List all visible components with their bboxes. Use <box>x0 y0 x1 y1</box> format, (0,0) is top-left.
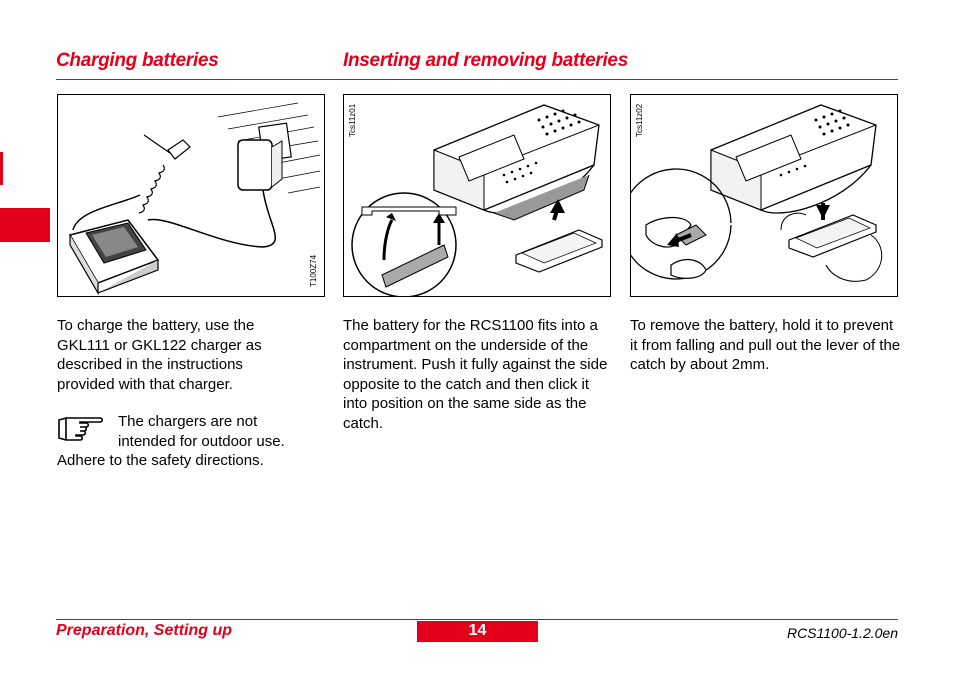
side-marker-thin <box>0 152 3 185</box>
inserting-illustration <box>351 104 603 296</box>
figure-inserting-battery: Tcs11z01 <box>343 94 611 297</box>
side-marker-tab <box>0 208 50 242</box>
heading-charging-batteries: Charging batteries <box>56 50 219 71</box>
page-number: 14 <box>417 621 538 642</box>
footer-section-title: Preparation, Setting up <box>56 622 233 639</box>
note-safety-directions: Adhere to the safety directions. <box>57 452 264 469</box>
footer-rule <box>56 619 898 620</box>
note-outdoor-warning: The chargers are not intended for outdoo… <box>118 413 285 450</box>
heading-inserting-removing: Inserting and removing batteries <box>343 50 628 71</box>
pointing-hand-icon <box>58 417 104 441</box>
text-inserting-instructions: The battery for the RCS1100 fits into a … <box>343 317 608 432</box>
document-id: RCS1100-1.2.0en <box>786 625 898 641</box>
header-rule <box>56 79 898 80</box>
text-charging-instructions: To charge the battery, use the GKL111 or… <box>57 317 262 393</box>
text-removing-instructions: To remove the battery, hold it to preven… <box>630 317 901 373</box>
figure-removing-battery: Tcs11z02 <box>630 94 898 297</box>
removing-illustration <box>631 104 883 282</box>
charger-illustration <box>68 102 321 296</box>
figure-code-3: Tcs11z02 <box>635 103 644 137</box>
figure-code-1: T100Z74 <box>309 254 318 287</box>
figure-code-2: Tcs11z01 <box>348 103 357 137</box>
figure-charger: T100Z74 <box>57 94 325 297</box>
